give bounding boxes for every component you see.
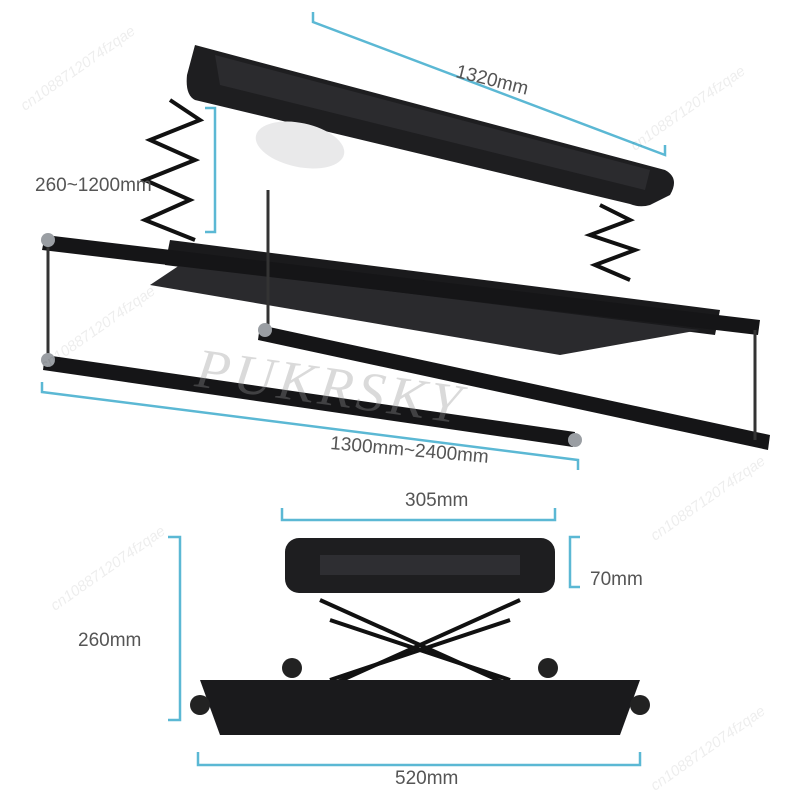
total-height-label: 260mm xyxy=(78,630,142,651)
scissor-arms xyxy=(139,98,641,282)
box-width-label: 305mm xyxy=(405,490,469,511)
lift-range-label: 260~1200mm xyxy=(35,175,152,196)
front-view xyxy=(190,538,650,735)
drying-rack xyxy=(41,190,770,450)
light-panel xyxy=(255,121,345,169)
dimension-lines xyxy=(40,12,667,767)
box-height-label: 70mm xyxy=(590,569,643,590)
motor-housing xyxy=(186,45,674,207)
base-width-label: 520mm xyxy=(395,768,459,789)
